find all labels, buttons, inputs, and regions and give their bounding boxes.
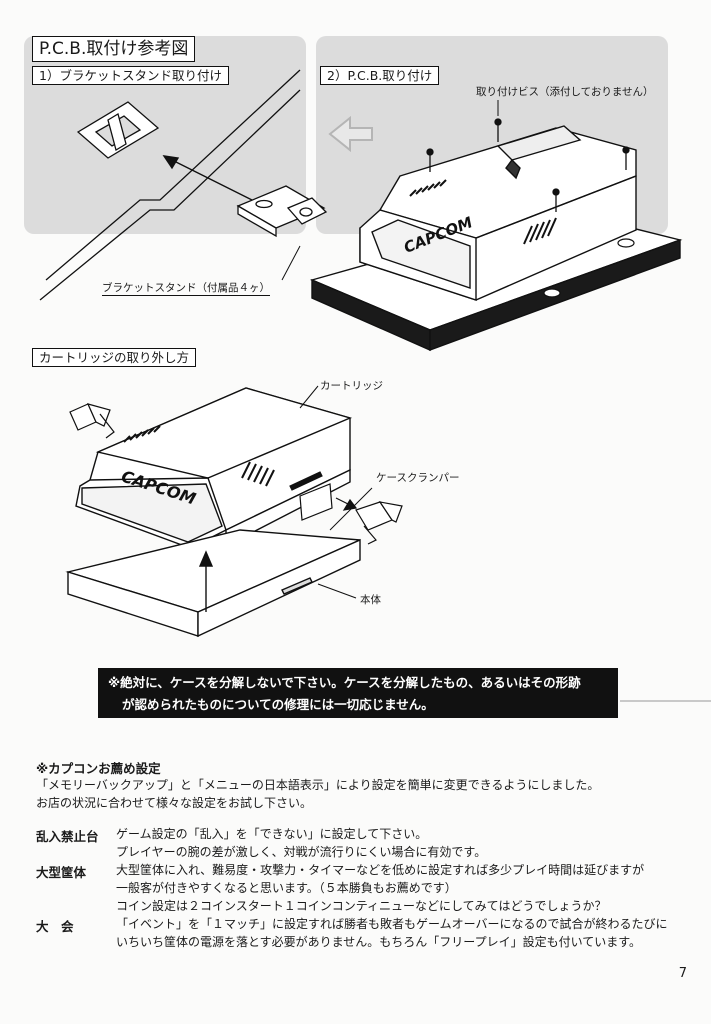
desc-line: 大型筐体に入れ、難易度・攻撃力・タイマーなどを低めに設定すれば多少プレイ時間は延… — [116, 863, 645, 877]
clamper-slot-icon — [289, 471, 358, 521]
bleed-rule — [620, 700, 711, 702]
step1-title: 1）ブラケットスタンド取り付け — [32, 66, 229, 85]
bracket-stand-label: ブラケットスタンド（付属品４ヶ） — [102, 282, 270, 296]
board-brackets-icon — [543, 238, 635, 298]
warning-banner: ※絶対に、ケースを分解しないで下さい。ケースを分解したもの、あるいはその形跡 が… — [98, 668, 618, 718]
clamp-right-icon — [355, 501, 403, 545]
term-no-intrusion: 乱入禁止台 — [36, 829, 99, 844]
lift-arrow-icon — [198, 550, 214, 612]
step2-title: 2）P.C.B.取り付け — [320, 66, 440, 85]
screws-label: 取り付けビス（添付しておりません） — [476, 86, 654, 98]
bracket-stand-icon — [236, 185, 328, 238]
term-large-cabinet: 大型筐体 — [36, 865, 87, 880]
desc-line: ゲーム設定の「乱入」を「できない」に設定して下さい。 — [116, 827, 428, 841]
cabinet-wall-icon — [39, 69, 301, 301]
desc-line: コイン設定は２コインスタート１コインコンティニューなどにしてみてはどうでしょうか… — [116, 899, 607, 913]
desc-line: いちいち筐体の電源を落とす必要がありません。もちろん「フリープレイ」設定も付いて… — [116, 935, 642, 949]
clamper-label: ケースクランパー — [376, 472, 460, 484]
cartridge-vents-icon — [123, 425, 275, 487]
pcb-vents-icon — [409, 179, 557, 245]
cartridge-label: カートリッジ — [320, 380, 383, 392]
pcb-case-icon — [359, 125, 637, 301]
desc-line: 「イベント」を「１マッチ」に設定すれば勝者も敗者もゲームオーバーになるので試合が… — [116, 917, 668, 931]
removal-title: カートリッジの取り外し方 — [32, 348, 197, 367]
pcb-install-title: P.C.B.取付け参考図 — [32, 36, 196, 62]
cartridge-icon — [75, 387, 353, 549]
warning-line-2: が認められたものについての修理には一切応じません。 — [122, 697, 434, 712]
desc-line: プレイヤーの腕の差が激しく、対戦が流行りにくい場合に有効です。 — [116, 845, 487, 859]
desc-line: 一般客が付きやすくなると思います。（５本勝負もお薦めです） — [116, 881, 457, 895]
mount-screw-icons — [426, 118, 630, 212]
body-label: 本体 — [360, 594, 381, 606]
left-arrow-icon — [328, 115, 373, 153]
base-unit-icon — [65, 529, 361, 638]
recommend-intro-1: 「メモリーバックアップ」と「メニューの日本語表示」により設定を簡単に変更できるよ… — [36, 778, 600, 792]
recommend-intro-2: お店の状況に合わせて様々な設定をお試し下さい。 — [36, 796, 313, 810]
clamp-left-icon — [69, 403, 115, 439]
warning-line-1: ※絶対に、ケースを分解しないで下さい。ケースを分解したもの、あるいはその形跡 — [108, 675, 581, 690]
page-number: 7 — [678, 966, 687, 981]
install-arrow-icon — [162, 155, 253, 201]
recommend-title: ※カプコンお薦め設定 — [36, 761, 161, 776]
bracket-slot-icon — [76, 101, 160, 159]
term-tournament: 大 会 — [36, 919, 74, 934]
